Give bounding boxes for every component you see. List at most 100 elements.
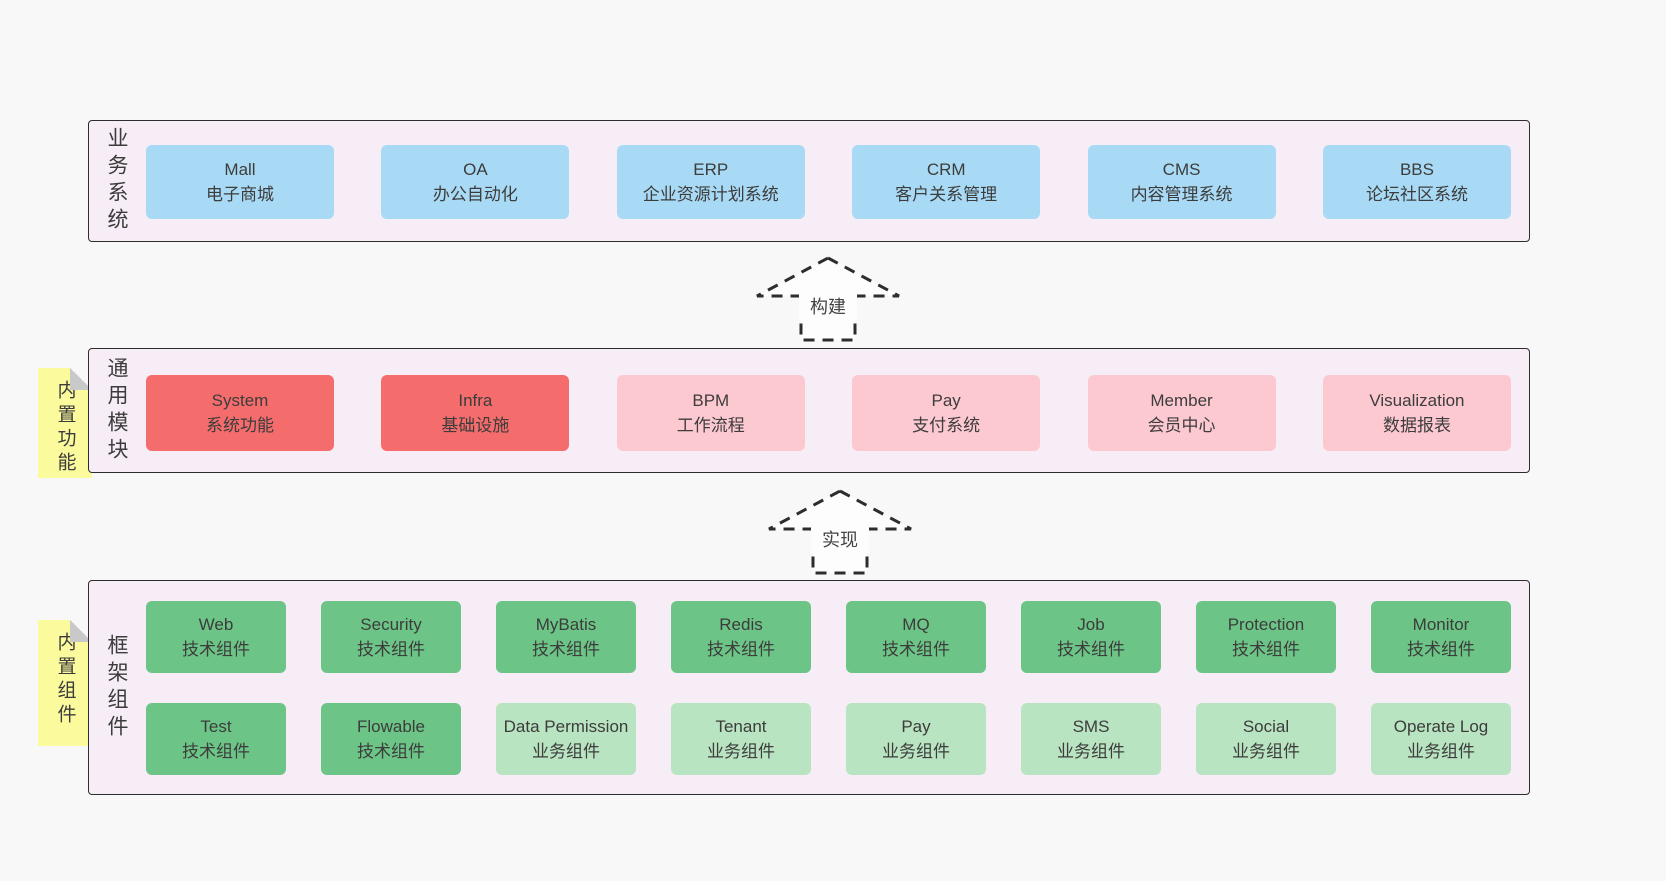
box-title: Operate Log <box>1393 716 1489 736</box>
box-title: Pay <box>901 716 931 736</box>
box-infra: Infra 基础设施 <box>381 375 570 451</box>
box-operate-log: Operate Log 业务组件 <box>1371 703 1511 775</box>
box-title: System <box>211 390 269 410</box>
box-pay: Pay 支付系统 <box>852 375 1041 451</box>
box-subtitle: 电子商城 <box>206 185 274 204</box>
box-title: Visualization <box>1369 390 1465 410</box>
box-title: Mall <box>224 159 256 179</box>
box-title: Infra <box>458 390 493 410</box>
box-subtitle: 企业资源计划系统 <box>642 185 779 204</box>
box-mall: Mall 电子商城 <box>146 145 334 219</box>
box-subtitle: 办公自动化 <box>432 185 518 204</box>
arrow-label-bg <box>811 526 869 553</box>
box-crm: CRM 客户关系管理 <box>852 145 1041 219</box>
box-subtitle: 支付系统 <box>912 416 981 435</box>
box-flowable: Flowable 技术组件 <box>321 703 461 775</box>
box-cms: CMS 内容管理系统 <box>1087 145 1276 219</box>
box-bpm: BPM 工作流程 <box>616 375 805 451</box>
box-subtitle: 技术组件 <box>182 742 250 761</box>
box-title: BBS <box>1399 159 1434 179</box>
box-subtitle: 技术组件 <box>882 640 950 659</box>
box-title: Pay <box>931 390 961 410</box>
box-subtitle: 技术组件 <box>357 742 425 761</box>
sticky-note-builtin-components: 内置组件 <box>38 620 92 746</box>
box-title: Flowable <box>356 716 426 736</box>
box-subtitle: 业务组件 <box>532 742 600 761</box>
box-title: Social <box>1242 716 1290 736</box>
business-boxes-row: Mall 电子商城 OA 办公自动化 ERP 企业资源计划系统 CRM 客户关系… <box>146 145 1511 219</box>
section-common-modules: 通用模块 System 系统功能 Infra 基础设施 BPM 工作流程 Pay… <box>88 348 1530 473</box>
box-protection: Protection 技术组件 <box>1196 601 1336 673</box>
box-social: Social 业务组件 <box>1196 703 1336 775</box>
box-title: Protection <box>1227 614 1305 634</box>
box-title: Job <box>1077 614 1105 634</box>
box-data-permission: Data Permission 业务组件 <box>496 703 636 775</box>
box-title: Monitor <box>1412 614 1470 634</box>
section-framework-components: 框架组件 Web 技术组件 Security 技术组件 MyBatis 技术组件… <box>88 580 1530 795</box>
box-subtitle: 技术组件 <box>707 640 775 659</box>
box-oa: OA 办公自动化 <box>381 145 570 219</box>
box-title: MQ <box>902 614 930 634</box>
build-arrow: 构建 <box>756 256 900 342</box>
box-subtitle: 会员中心 <box>1147 416 1216 435</box>
box-sms: SMS 业务组件 <box>1021 703 1161 775</box>
box-title: CRM <box>926 159 966 179</box>
box-monitor: Monitor 技术组件 <box>1371 601 1511 673</box>
box-title: Data Permission <box>503 716 629 736</box>
box-title: BPM <box>692 390 730 410</box>
box-subtitle: 内容管理系统 <box>1130 185 1233 204</box>
box-subtitle: 客户关系管理 <box>895 185 998 204</box>
box-system: System 系统功能 <box>146 375 334 451</box>
arrow-label: 构建 <box>810 297 846 317</box>
box-title: SMS <box>1072 716 1110 736</box>
arrow-label: 实现 <box>822 530 858 550</box>
box-web: Web 技术组件 <box>146 601 286 673</box>
sticky-note-builtin-features: 内置功能 <box>38 368 92 478</box>
box-subtitle: 系统功能 <box>206 416 274 435</box>
box-subtitle: 数据报表 <box>1382 416 1451 435</box>
box-subtitle: 论坛社区系统 <box>1365 185 1468 204</box>
box-tenant: Tenant 业务组件 <box>671 703 811 775</box>
box-mq: MQ 技术组件 <box>846 601 986 673</box>
arrow-label-bg <box>799 293 857 320</box>
box-subtitle: 技术组件 <box>357 640 425 659</box>
box-title: Tenant <box>715 716 767 736</box>
box-subtitle: 基础设施 <box>441 416 510 435</box>
box-subtitle: 技术组件 <box>1057 640 1125 659</box>
box-title: Web <box>198 614 234 634</box>
section-label-framework: 框架组件 <box>105 633 128 742</box>
box-subtitle: 技术组件 <box>1232 640 1300 659</box>
folded-corner <box>70 620 92 642</box>
box-title: Security <box>360 614 422 634</box>
box-visualization: Visualization 数据报表 <box>1322 375 1511 451</box>
box-title: MyBatis <box>535 614 597 634</box>
section-business-systems: 业务系统 Mall 电子商城 OA 办公自动化 ERP 企业资源计划系统 CRM… <box>88 120 1530 242</box>
box-title: Test <box>200 716 232 736</box>
box-subtitle: 技术组件 <box>1407 640 1475 659</box>
box-erp: ERP 企业资源计划系统 <box>616 145 805 219</box>
box-title: Redis <box>719 614 763 634</box>
section-label-business: 业务系统 <box>105 127 128 235</box>
box-title: OA <box>463 159 488 179</box>
box-title: Member <box>1150 390 1213 410</box>
section-label-modules: 通用模块 <box>105 356 128 465</box>
box-subtitle: 工作流程 <box>676 416 745 435</box>
box-subtitle: 技术组件 <box>182 640 250 659</box>
framework-row-2: Test 技术组件 Flowable 技术组件 Data Permission … <box>146 703 1511 775</box>
box-subtitle: 技术组件 <box>532 640 600 659</box>
box-subtitle: 业务组件 <box>882 742 950 761</box>
box-member: Member 会员中心 <box>1087 375 1276 451</box>
box-subtitle: 业务组件 <box>1407 742 1475 761</box>
box-title: ERP <box>693 159 729 179</box>
box-redis: Redis 技术组件 <box>671 601 811 673</box>
box-subtitle: 业务组件 <box>707 742 775 761</box>
sticky-note-label: 内置功能 <box>54 380 76 476</box>
box-title: CMS <box>1162 159 1201 179</box>
implement-arrow: 实现 <box>768 489 912 575</box>
module-boxes-row: System 系统功能 Infra 基础设施 BPM 工作流程 Pay 支付系统… <box>146 375 1511 451</box>
box-mybatis: MyBatis 技术组件 <box>496 601 636 673</box>
box-subtitle: 业务组件 <box>1057 742 1125 761</box>
box-bbs: BBS 论坛社区系统 <box>1322 145 1511 219</box>
box-job: Job 技术组件 <box>1021 601 1161 673</box>
box-pay-business: Pay 业务组件 <box>846 703 986 775</box>
